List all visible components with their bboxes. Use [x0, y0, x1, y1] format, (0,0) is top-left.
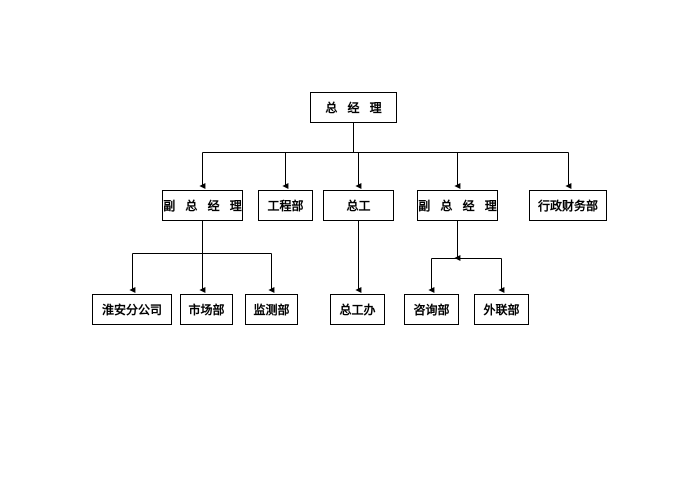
- node-deputy-general-manager-left[interactable]: 副 总 经 理: [162, 190, 243, 221]
- node-monitoring-department[interactable]: 监测部: [245, 294, 298, 325]
- node-marketing-department[interactable]: 市场部: [180, 294, 233, 325]
- node-consulting-department[interactable]: 咨询部: [404, 294, 459, 325]
- node-label: 外联部: [483, 302, 520, 317]
- node-label: 总工: [346, 198, 371, 213]
- node-label: 总工办: [339, 302, 376, 317]
- node-engineering-department[interactable]: 工程部: [258, 190, 313, 221]
- node-label: 总 经 理: [325, 100, 385, 115]
- node-label: 咨询部: [413, 302, 450, 317]
- node-label: 副 总 经 理: [163, 198, 245, 213]
- node-chief-engineer-office[interactable]: 总工办: [330, 294, 385, 325]
- node-chief-engineer[interactable]: 总工: [323, 190, 394, 221]
- node-label: 淮安分公司: [101, 302, 162, 317]
- node-label: 市场部: [188, 302, 225, 317]
- node-general-manager[interactable]: 总 经 理: [310, 92, 397, 123]
- node-deputy-general-manager-right[interactable]: 副 总 经 理: [417, 190, 498, 221]
- node-liaison-department[interactable]: 外联部: [474, 294, 529, 325]
- node-label: 副 总 经 理: [418, 198, 500, 213]
- node-label: 工程部: [267, 198, 304, 213]
- node-label: 行政财务部: [537, 198, 598, 213]
- node-administration-finance-department[interactable]: 行政财务部: [529, 190, 607, 221]
- node-label: 监测部: [253, 302, 290, 317]
- node-huaian-branch-company[interactable]: 淮安分公司: [92, 294, 172, 325]
